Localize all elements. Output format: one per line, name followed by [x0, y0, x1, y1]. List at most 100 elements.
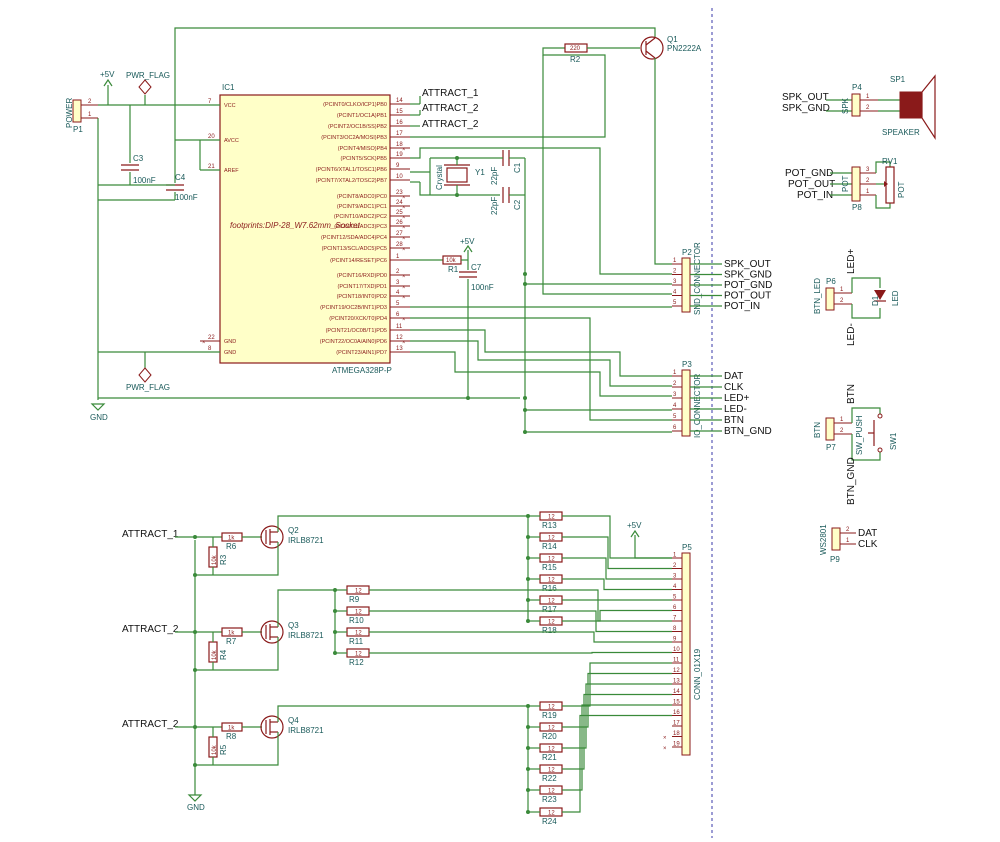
ic1-pin-name: (PCINT13/SCL/ADC5)PC5 [322, 246, 387, 252]
resistor-value: 12 [355, 589, 362, 595]
p5-pin-num: 9 [673, 637, 677, 643]
p5-pin-num: 18 [673, 731, 680, 737]
p3-body [681, 369, 691, 437]
conn-net-label: BTN_GND [724, 426, 772, 437]
ic1-pin-num: 13 [396, 346, 403, 352]
conn-pin-num: 2 [673, 269, 677, 275]
resistor-value: 12 [548, 557, 555, 563]
ic1-pin-num: 19 [396, 152, 403, 158]
ic1-pin-num: 7 [208, 99, 212, 105]
btn-section: BTN P7 1 2 BTN BTN_GND SW_PUSH SW1 [813, 384, 898, 505]
reset-section: 10k R1 +5V C7 100nF [410, 237, 494, 400]
junction-spkgnd [523, 272, 527, 276]
vcc-p5-arrow-icon [630, 529, 640, 538]
net-attract2a: ATTRACT_2 [422, 103, 479, 114]
ic1-pin-num: 3 [396, 280, 400, 286]
conn-net-label: LED- [724, 404, 747, 415]
p4-pin1-num: 1 [866, 94, 870, 100]
c2-value: 22pF [490, 197, 499, 215]
junction-gate [193, 630, 197, 634]
ic1-pin-num: 5 [396, 301, 400, 307]
p5-pin-num: 7 [673, 616, 677, 622]
no-connect-icon: × [402, 236, 406, 242]
conn-pin-num: 6 [673, 425, 677, 431]
gate-resistor-ref: R7 [226, 637, 237, 646]
ic1-value: ATMEGA328P-P [332, 366, 392, 375]
conn-pin-num: 2 [673, 381, 677, 387]
gate-resistor-value: 1k [228, 631, 235, 637]
p8-pin3-num: 3 [866, 167, 870, 173]
wire-source [195, 637, 279, 671]
p6-pin2-num: 2 [840, 298, 844, 304]
vcc-label: +5V [100, 70, 115, 79]
p5-pin-num: 10 [673, 647, 680, 653]
resistor-ref: R12 [349, 658, 364, 667]
y1-value: Crystal [435, 165, 444, 190]
p7-value: BTN [813, 422, 822, 438]
conn-pin-num: 1 [673, 258, 677, 264]
gate-resistor-ref: R8 [226, 732, 237, 741]
wire-p5-5v [634, 535, 672, 559]
no-connect-icon: × [402, 285, 406, 291]
led-net-minus: LED- [846, 323, 857, 346]
conn-net-label: BTN [724, 415, 744, 426]
no-connect-icon: × [663, 736, 667, 742]
conn-pin-num: 3 [673, 279, 677, 285]
sw1-ref: SW1 [889, 432, 898, 450]
wire-pb3-r2 [410, 47, 606, 138]
p5-pin-num: 14 [673, 689, 680, 695]
p4-pin2-num: 2 [866, 105, 870, 111]
p5-pin-num: 11 [673, 658, 680, 664]
r2-ref: R2 [570, 55, 581, 64]
p6-value: BTN_LED [813, 278, 822, 314]
no-connect-icon: × [402, 274, 406, 280]
pot-section: POT_GND POT_OUT POT_IN POT P8 3 2 1 RV1 … [785, 157, 906, 212]
pulldown-resistor-value: 10k [212, 744, 218, 755]
ic1-pin-name: (PCINT7/XTAL2/TOSC2)PB7 [316, 178, 387, 184]
c4-ref: C4 [175, 173, 186, 182]
wire-drain [277, 515, 528, 532]
mos-net-attract2: ATTRACT_2 [122, 624, 179, 635]
pwrflag2-label: PWR_FLAG [126, 383, 170, 392]
wire-rv-bot [875, 195, 891, 209]
gnd2-icon [187, 794, 203, 802]
resistor-value: 12 [548, 620, 555, 626]
p1-ref: P1 [73, 125, 83, 134]
ic1-pin-num: 12 [396, 335, 403, 341]
p8-ref: P8 [852, 203, 862, 212]
wire-pd5-dat [410, 329, 672, 377]
wire-res-conn [562, 578, 672, 591]
p5-pin-num: 13 [673, 679, 680, 685]
ic1-pin-name: (PCINT17/TXD)PD1 [337, 284, 387, 290]
conn-net-label: DAT [724, 371, 743, 382]
crystal-section: Y1 Crystal C1 22pF C2 22pF [410, 150, 526, 432]
wire-pd6-clk [410, 340, 672, 387]
q1-ref: Q1 [667, 35, 678, 44]
ic1-pin-num: 4 [396, 290, 400, 296]
no-connect-icon: × [402, 340, 406, 346]
ic1-pin-num: 2 [396, 269, 400, 275]
pot-net-in: POT_IN [797, 190, 833, 201]
wire-res-conn [369, 610, 672, 633]
speaker-section: SPK_OUT SPK_GND P4 SPK 1 2 SP1 SPEAKER [782, 74, 936, 141]
ic1-pin-name: (PCINT0/CLKO/ICP1)PB0 [323, 102, 387, 108]
led-resistors: 12R1312R1412R1512R1612R1712R1812R912R101… [333, 511, 672, 826]
junction-xtal-bot [455, 193, 459, 197]
ic1-ref: IC1 [222, 83, 235, 92]
p5-pin-num: 2 [673, 563, 677, 569]
wire-res-conn [562, 704, 672, 791]
conn-pin-num: 1 [673, 370, 677, 376]
wire-source [195, 542, 279, 576]
wire-res-conn [562, 515, 672, 559]
conn-net-label: CLK [724, 382, 744, 393]
conn-pin-num: 4 [673, 403, 677, 409]
spk-net-out: SPK_OUT [782, 92, 829, 103]
ic1-pin-name: (PCINT19/OC2B/INT1)PD3 [320, 305, 387, 311]
q1-value: PN2222A [667, 44, 702, 53]
no-connect-icon: × [402, 215, 406, 221]
